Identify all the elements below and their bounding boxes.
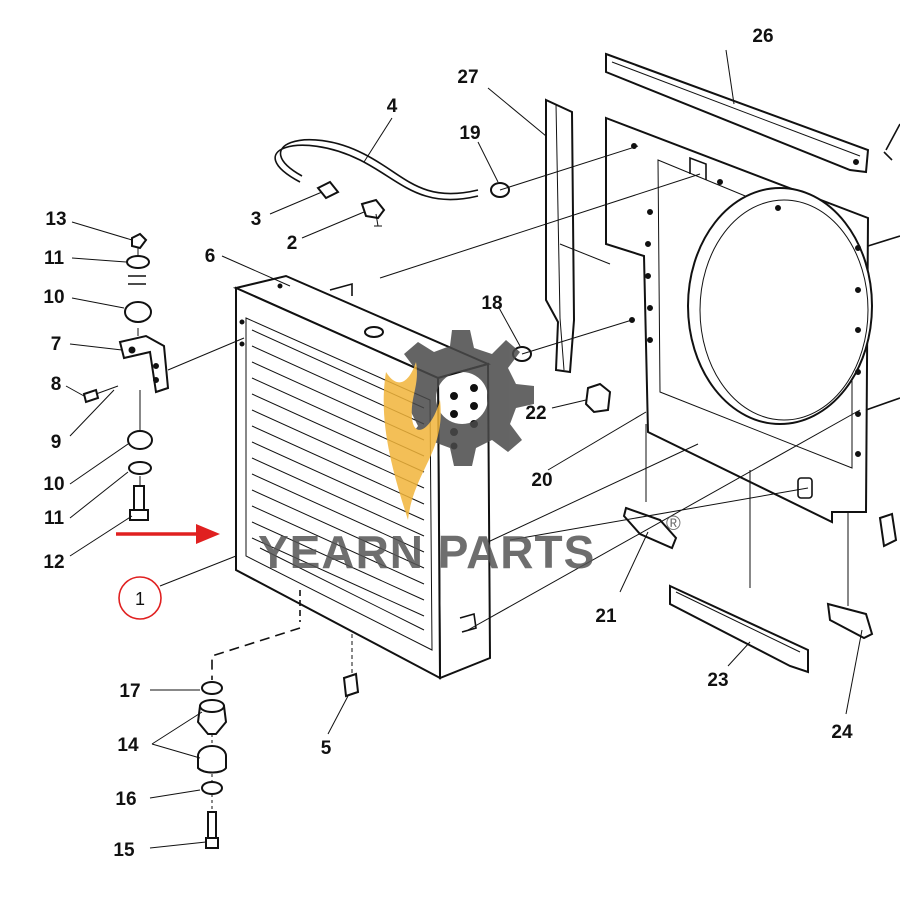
callout-label: 4 bbox=[387, 96, 398, 117]
yearn-parts-watermark: YEARN PARTS ® bbox=[258, 330, 681, 578]
overflow-hose bbox=[274, 138, 639, 227]
bottom-channels bbox=[622, 424, 898, 674]
upper-mount-stack bbox=[82, 232, 245, 521]
callout-labels: 26 27 4 19 3 2 13 11 6 10 7 18 8 22 9 20… bbox=[43, 26, 853, 861]
side-seal-strip bbox=[545, 98, 611, 374]
callout-label: 23 bbox=[707, 670, 728, 691]
callout-label: 24 bbox=[831, 722, 853, 743]
callout-label: 11 bbox=[44, 508, 65, 529]
bolt-5 bbox=[342, 672, 360, 698]
callout-label: 12 bbox=[43, 552, 64, 573]
callout-label: 11 bbox=[44, 248, 65, 269]
callout-label: 22 bbox=[525, 403, 546, 424]
callout-label: 7 bbox=[51, 334, 62, 355]
callout-label: 18 bbox=[481, 293, 502, 314]
callout-label: 17 bbox=[119, 681, 140, 702]
callout-label: 10 bbox=[43, 287, 64, 308]
highlight-callout: 1 bbox=[118, 576, 162, 620]
highlight-arrow bbox=[116, 524, 220, 544]
callout-label: 6 bbox=[205, 246, 216, 267]
leader-lines bbox=[65, 49, 863, 849]
callout-label: 21 bbox=[595, 606, 617, 627]
callout-label: 14 bbox=[117, 735, 139, 756]
callout-label: 10 bbox=[43, 474, 64, 495]
callout-label: 13 bbox=[45, 209, 66, 230]
callout-label: 16 bbox=[115, 789, 136, 810]
watermark-brand-text: YEARN PARTS bbox=[258, 526, 595, 578]
top-seal-strip bbox=[605, 52, 900, 174]
callout-label: 19 bbox=[459, 123, 480, 144]
callout-label: 3 bbox=[251, 209, 262, 230]
callout-label: 5 bbox=[321, 738, 332, 759]
callout-label: 9 bbox=[51, 432, 62, 453]
callout-label: 26 bbox=[752, 26, 773, 47]
callout-label: 8 bbox=[51, 374, 62, 395]
clip-22 bbox=[584, 382, 612, 414]
svg-text:1: 1 bbox=[135, 589, 145, 609]
callout-label: 20 bbox=[531, 470, 552, 491]
callout-label: 2 bbox=[287, 233, 298, 254]
callout-label: 15 bbox=[113, 840, 135, 861]
fan-shroud bbox=[605, 116, 900, 524]
flame-logo-icon bbox=[383, 362, 441, 520]
callout-label: 27 bbox=[457, 67, 478, 88]
registered-mark: ® bbox=[666, 513, 681, 535]
lower-mount-stack bbox=[196, 590, 301, 849]
